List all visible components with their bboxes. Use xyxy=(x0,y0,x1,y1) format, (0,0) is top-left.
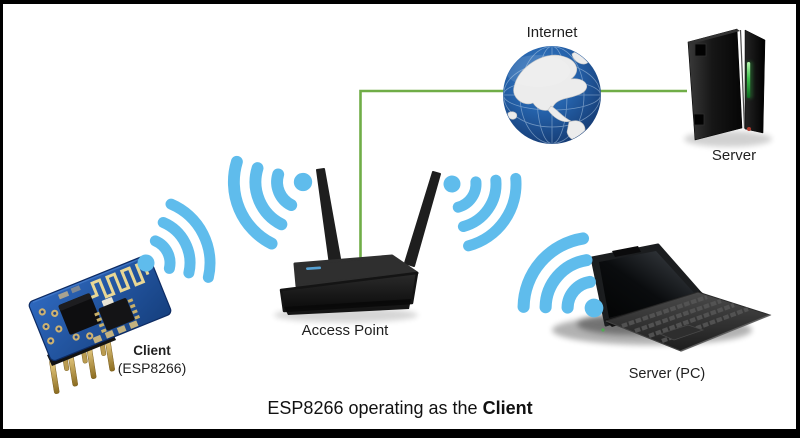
access-point-label: Access Point xyxy=(301,322,389,339)
caption-bold: Client xyxy=(482,398,533,418)
server-tower-icon xyxy=(684,28,772,147)
globe-icon xyxy=(503,46,601,144)
wireless-router-icon xyxy=(274,168,441,323)
esp8266-module-icon xyxy=(28,254,172,394)
client-label: Client xyxy=(133,343,171,358)
internet-label: Internet xyxy=(526,24,578,41)
wifi-signal-icon-ap-right xyxy=(421,145,528,254)
wifi-signal-icon-ap-left xyxy=(222,138,329,250)
server-pc-label: Server (PC) xyxy=(628,366,706,382)
server-label: Server xyxy=(711,147,757,164)
caption-prefix: ESP8266 operating as the xyxy=(267,398,483,418)
diagram-caption: ESP8266 operating as the Client xyxy=(267,398,532,419)
client-sublabel: (ESP8266) xyxy=(117,360,187,376)
laptop-icon xyxy=(552,243,772,352)
